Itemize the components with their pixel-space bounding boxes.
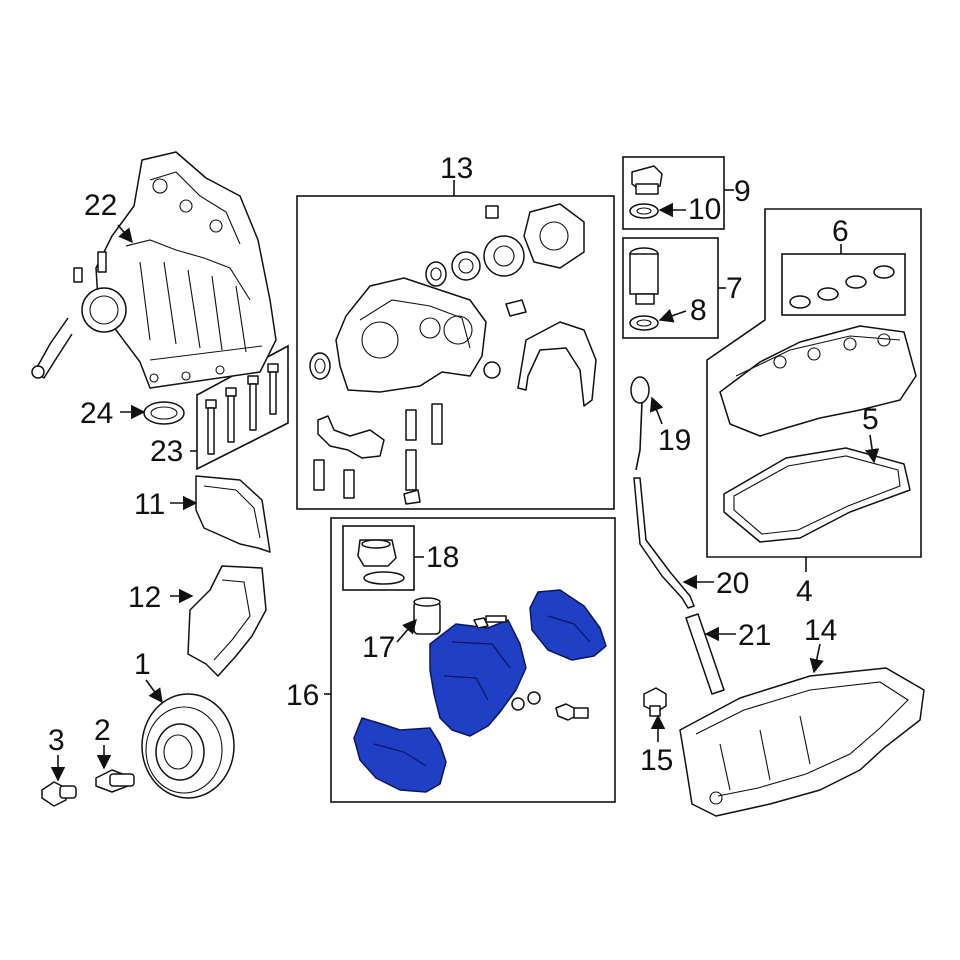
- part-13-front-cover-kit: [309, 203, 597, 505]
- part-7-adapter: [629, 247, 659, 305]
- part-22-intake-manifold: [31, 151, 277, 389]
- part-16-oil-filter-housing: [353, 589, 607, 793]
- callout-10: 10: [688, 193, 721, 226]
- part-12-shield: [187, 565, 267, 677]
- callout-7: 7: [726, 272, 743, 305]
- group-box-4: [706, 208, 922, 558]
- callout-22: 22: [84, 189, 117, 222]
- group-box-6: [781, 253, 906, 316]
- part-1-pulley: [141, 693, 235, 799]
- part-17-oil-filter: [413, 597, 441, 635]
- part-11-shield: [195, 475, 271, 553]
- group-box-16: [330, 517, 616, 803]
- part-6-seals: [789, 265, 895, 309]
- part-3-bolt: [41, 781, 77, 807]
- callout-14: 14: [804, 614, 837, 647]
- callout-24: 24: [80, 397, 113, 430]
- group-box-9: [622, 156, 725, 230]
- part-8-seal: [629, 315, 659, 331]
- leader-lines: [50, 180, 880, 782]
- part-14-oil-pan: [679, 667, 925, 817]
- callout-12: 12: [128, 581, 161, 614]
- group-box-18: [342, 525, 415, 591]
- callout-5: 5: [862, 403, 879, 436]
- callout-11: 11: [134, 488, 165, 521]
- callout-19: 19: [658, 424, 691, 457]
- callout-9: 9: [734, 175, 751, 208]
- callout-3: 3: [48, 724, 65, 757]
- part-10-seal: [629, 203, 659, 219]
- callout-17: 17: [362, 631, 395, 664]
- part-5-gasket: [723, 447, 911, 543]
- callout-6: 6: [832, 215, 849, 248]
- callout-8: 8: [690, 294, 707, 327]
- callout-16: 16: [286, 679, 319, 712]
- callout-13: 13: [440, 152, 473, 185]
- part-15-drain-plug: [643, 687, 667, 717]
- part-24-gasket: [143, 401, 185, 425]
- part-20-dipstick-tube: [633, 477, 695, 609]
- part-21-tube: [685, 613, 725, 695]
- callout-labels: 13 22 24 23 11 12 1 2 3 16 17 18 10 9 7 …: [48, 152, 879, 777]
- part-18-filter-cap: [357, 539, 405, 585]
- callout-20: 20: [716, 567, 749, 600]
- part-9-oil-fill-cap: [631, 165, 663, 195]
- part-23-bolts: [205, 363, 279, 455]
- group-box-13: [296, 195, 615, 510]
- callout-4: 4: [796, 575, 813, 608]
- callout-1: 1: [134, 648, 151, 681]
- callout-18: 18: [426, 541, 459, 574]
- part-19-dipstick: [630, 376, 650, 471]
- callout-21: 21: [738, 619, 771, 652]
- callout-23: 23: [150, 435, 183, 468]
- callout-15: 15: [640, 744, 673, 777]
- part-2-bolt: [95, 769, 135, 793]
- callout-2: 2: [94, 714, 111, 747]
- part-4-valve-cover: [719, 325, 917, 437]
